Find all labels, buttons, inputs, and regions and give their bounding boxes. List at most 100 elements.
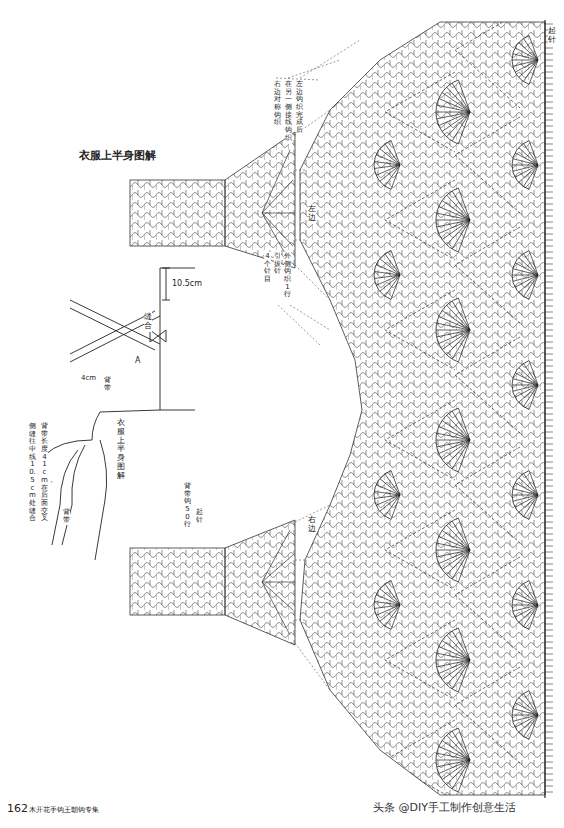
- chain-tick: [545, 102, 553, 103]
- chain-tick: [545, 336, 553, 337]
- join-lines: [276, 40, 360, 690]
- chain-tick: [545, 690, 553, 691]
- chain-tick: [545, 330, 553, 331]
- chain-tick: [545, 750, 553, 751]
- pineapple-edge: [385, 620, 455, 700]
- chain-tick: [545, 240, 553, 241]
- chain-tick: [545, 786, 553, 787]
- chain-tick: [545, 582, 553, 583]
- chain-tick: [545, 600, 553, 601]
- chain-tick: [545, 534, 553, 535]
- chain-tick: [545, 444, 553, 445]
- chain-tick: [545, 420, 553, 421]
- chain-tick: [545, 756, 553, 757]
- chain-tick: [545, 462, 553, 463]
- chain-tick: [545, 486, 553, 487]
- chain-tick: [545, 456, 553, 457]
- pineapple-fan: [436, 298, 470, 362]
- chain-tick: [545, 318, 553, 319]
- chain-tick: [545, 696, 553, 697]
- chain-tick: [545, 708, 553, 709]
- chain-tick: [545, 72, 553, 73]
- chain-tick: [545, 306, 553, 307]
- chain-tick: [545, 246, 553, 247]
- pineapple-edge: [385, 180, 455, 260]
- chain-tick: [545, 48, 553, 49]
- chain-tick: [545, 288, 553, 289]
- pineapple-edge: [455, 117, 520, 213]
- chain-tick: [545, 426, 553, 427]
- page-number: 162: [6, 802, 29, 815]
- pineapple-edge: [385, 290, 455, 370]
- chain-tick: [545, 96, 553, 97]
- book-title: 木开花手钩王朝钩专集: [28, 805, 100, 815]
- chain-tick: [545, 126, 553, 127]
- row-note: 背带钩50行: [184, 482, 191, 530]
- pineapple-fan: [436, 628, 470, 692]
- chain-tick: [545, 348, 553, 349]
- chain-tick: [545, 168, 553, 169]
- chain-tick: [545, 90, 553, 91]
- chain-tick: [545, 378, 553, 379]
- chain-tick: [545, 54, 553, 55]
- pineapple-edge: [455, 337, 520, 433]
- dimension: 4cm: [80, 374, 97, 382]
- shell-fan: [512, 141, 538, 190]
- chain-tick: [545, 678, 553, 679]
- chain-tick: [545, 24, 553, 25]
- pineapple-fan: [436, 80, 470, 144]
- foundation-ticks: [545, 24, 553, 792]
- chain-tick: [545, 474, 553, 475]
- chain-tick: [545, 144, 553, 145]
- pineapple-edge: [455, 557, 520, 653]
- chain-tick: [545, 432, 553, 433]
- chain-tick: [545, 468, 553, 469]
- chain-tick: [545, 612, 553, 613]
- chain-tick: [545, 588, 553, 589]
- schematic: [45, 268, 195, 560]
- strap-bottom: [130, 520, 295, 645]
- chain-tick: [545, 312, 553, 313]
- chain-tick: [545, 654, 553, 655]
- chain-tick: [545, 228, 553, 229]
- chain-tick: [545, 768, 553, 769]
- chain-tick: [545, 702, 553, 703]
- chain-tick: [545, 66, 553, 67]
- strap-flare: [225, 520, 295, 645]
- point-label: A: [134, 356, 141, 365]
- schematic-title: 衣服上半身图解: [117, 418, 125, 482]
- chain-tick: [545, 210, 553, 211]
- chain-tick: [545, 132, 553, 133]
- chain-tick: [545, 762, 553, 763]
- chain-tick: [545, 276, 553, 277]
- chain-tick: [545, 618, 553, 619]
- part-name: 背带: [104, 376, 111, 393]
- chain-tick: [545, 78, 553, 79]
- chain-tick: [545, 120, 553, 121]
- side-label: 右边: [308, 515, 316, 535]
- assembly-note: 背带长度41cm，在后面交叉: [41, 422, 48, 524]
- chain-tick: [545, 510, 553, 511]
- chain-tick: [545, 114, 553, 115]
- chain-tick: [545, 630, 553, 631]
- chain-tick: [545, 570, 553, 571]
- shell-fan: [512, 36, 538, 85]
- pineapple-fan: [436, 408, 470, 472]
- chain-tick: [545, 384, 553, 385]
- pineapple-fan: [374, 141, 400, 190]
- chain-tick: [545, 564, 553, 565]
- shell-fan: [512, 471, 538, 520]
- pineapple-fan: [436, 188, 470, 252]
- instruction-note: 左边钩织完成后: [296, 80, 303, 136]
- pineapple-edge: [385, 720, 455, 800]
- shell-fan: [512, 581, 538, 630]
- chain-tick: [545, 234, 553, 235]
- pineapple-fan: [374, 251, 400, 300]
- pineapple-edge: [385, 72, 455, 152]
- chain-tick: [545, 504, 553, 505]
- assembly-note: 侧缝往中线10.5cm处缝合: [29, 422, 36, 524]
- chain-tick: [545, 342, 553, 343]
- side-label: 左边: [308, 204, 316, 224]
- chain-tick: [545, 666, 553, 667]
- chain-tick: [545, 282, 553, 283]
